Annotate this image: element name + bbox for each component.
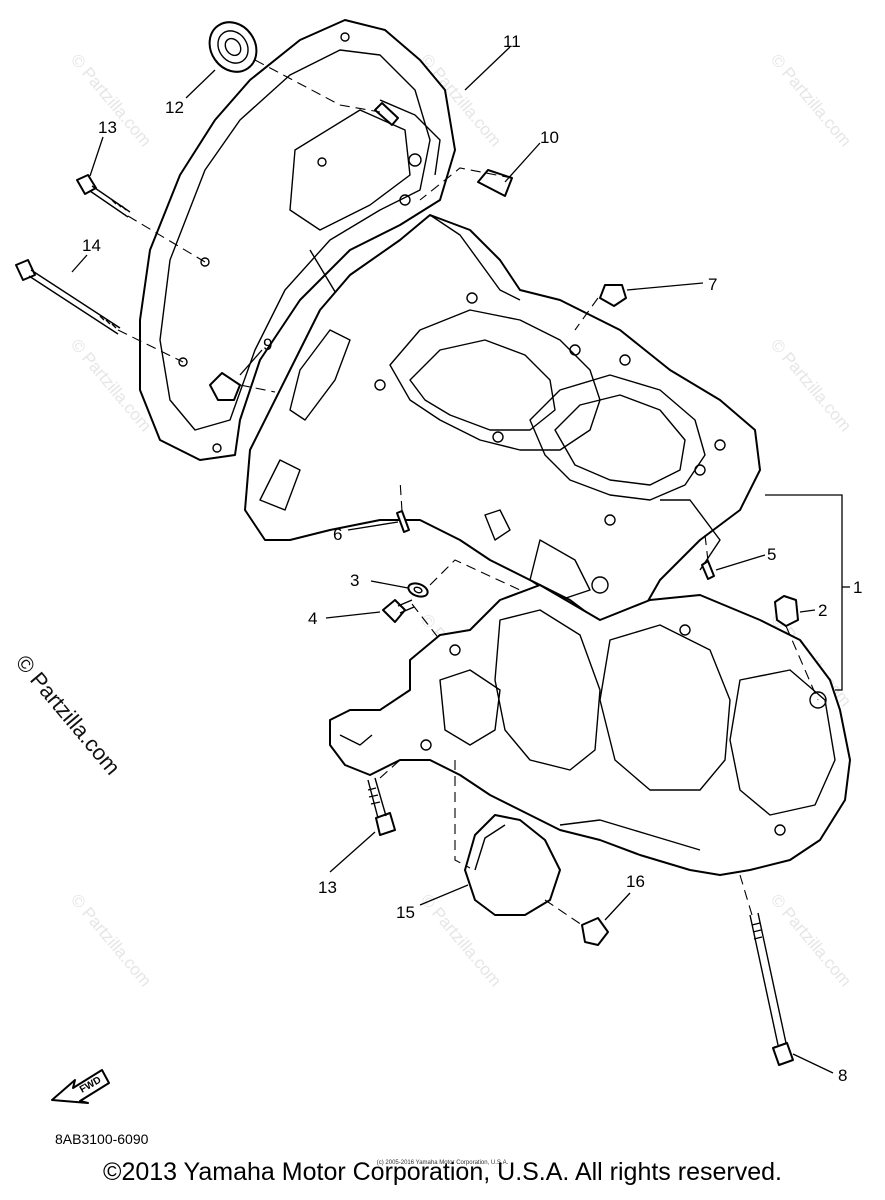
- callout-label: 5: [767, 545, 776, 564]
- callout-label: 12: [165, 98, 184, 117]
- callout-labels: 1 2 3 4 5 6 7 8 9 10 11 12 13 13 14 15 1…: [82, 32, 862, 1085]
- callout-label: 9: [263, 335, 272, 354]
- callout-label: 13: [98, 118, 117, 137]
- callout-label: 2: [818, 601, 827, 620]
- callout-label: 1: [853, 578, 862, 597]
- document-id: 8AB3100-6090: [55, 1131, 149, 1147]
- fwd-arrow-icon: FWD: [51, 1069, 110, 1104]
- callout-label: 7: [708, 275, 717, 294]
- watermark-tile: © Partzilla.com: [767, 335, 855, 435]
- callout-label: 11: [503, 32, 521, 51]
- callout-label: 4: [308, 609, 317, 628]
- copyright-notice: ©2013 Yamaha Motor Corporation, U.S.A. A…: [103, 1158, 782, 1186]
- watermark-tile: © Partzilla.com: [767, 890, 855, 990]
- callout-label: 16: [626, 872, 645, 891]
- fastener-parts: [15, 102, 799, 1066]
- callout-label: 10: [540, 128, 559, 147]
- bearing-part: [208, 21, 258, 73]
- callout-label: 15: [396, 903, 415, 922]
- callout-label: 14: [82, 236, 101, 255]
- crankcase-cover-part: [139, 19, 456, 461]
- callout-label: 6: [333, 525, 342, 544]
- leader-lines: [71, 46, 850, 1074]
- lower-crankcase-part: [329, 584, 851, 876]
- callout-label: 8: [838, 1066, 847, 1085]
- assembly-lines: [117, 59, 819, 926]
- watermark-tile: © Partzilla.com: [67, 890, 155, 990]
- callout-label: 13: [318, 878, 337, 897]
- cover-plate-part: [464, 814, 561, 916]
- small-copyright: (c) 2005-2016 Yamaha Motor Corporation, …: [376, 1160, 509, 1166]
- callout-label: 3: [350, 571, 359, 590]
- upper-crankcase-part: [244, 214, 761, 631]
- watermark-tile: © Partzilla.com: [767, 50, 855, 150]
